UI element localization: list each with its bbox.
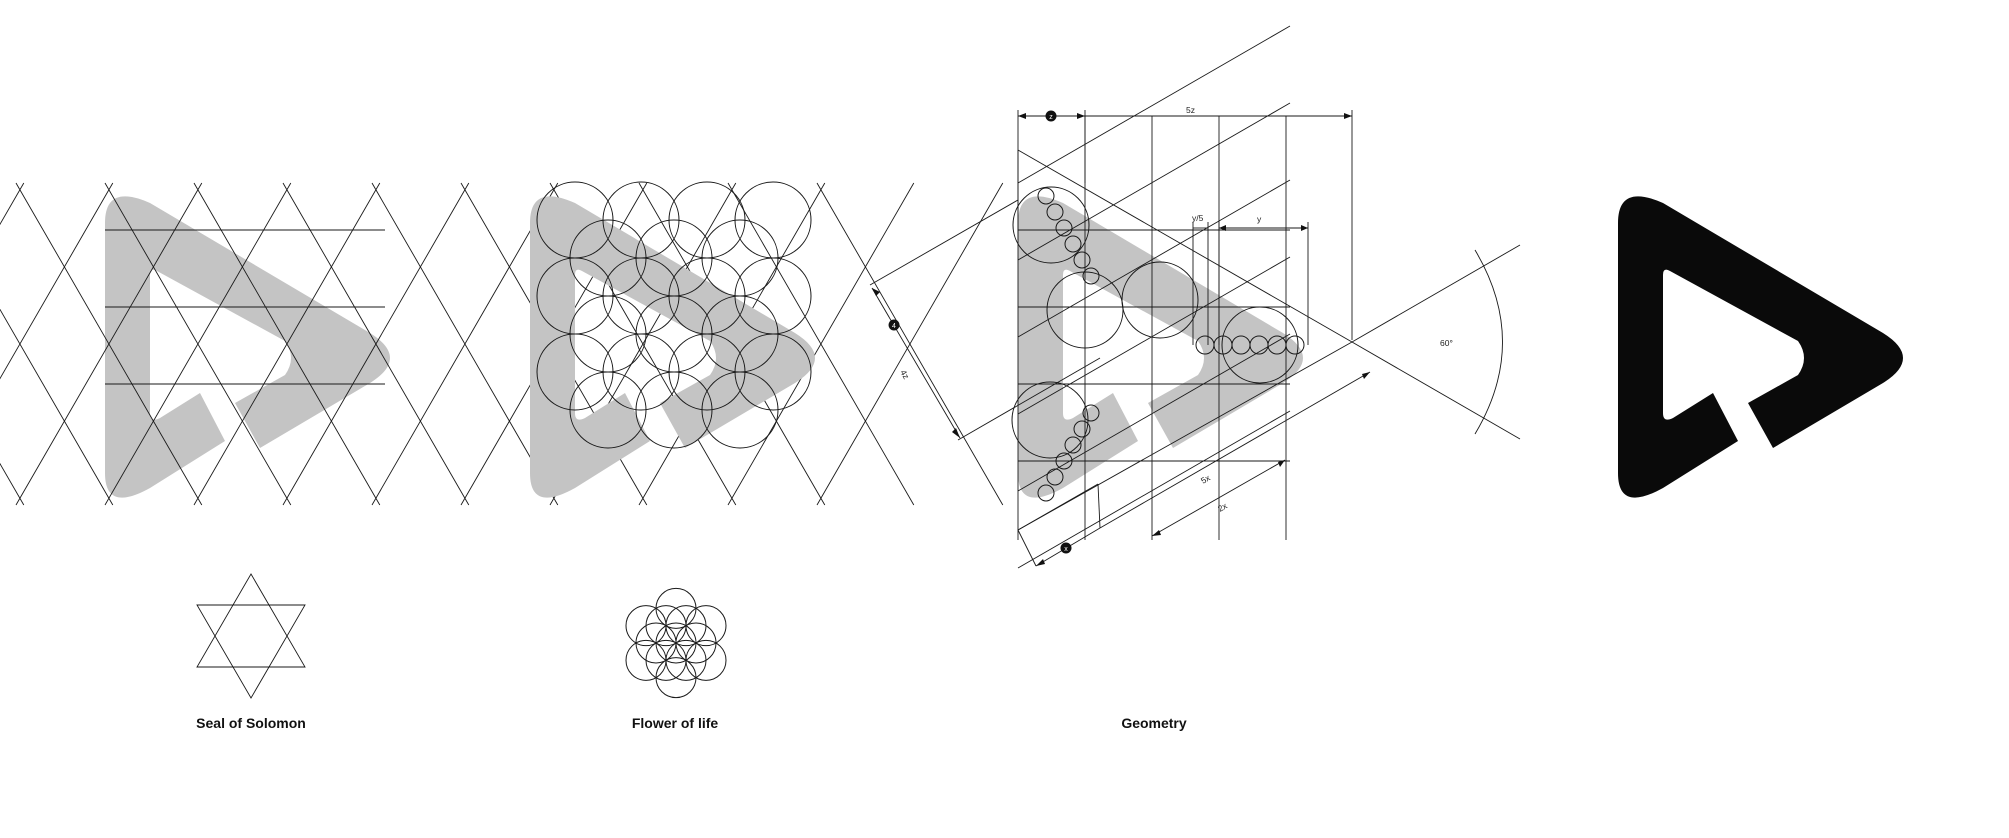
geo-small-circle bbox=[1037, 187, 1055, 205]
geo-diagonal-line bbox=[1017, 102, 1291, 261]
geo-small-circle bbox=[1037, 484, 1055, 502]
geo-small-circle bbox=[1064, 235, 1082, 253]
seal-triangle-grid bbox=[0, 182, 1004, 506]
geo-small-circle bbox=[1073, 251, 1091, 269]
geo-small-circle bbox=[1285, 335, 1305, 355]
geo-circle bbox=[1046, 271, 1124, 349]
geo-small-circle bbox=[1073, 420, 1091, 438]
flower-circle bbox=[734, 181, 812, 259]
seal-grid-line bbox=[0, 308, 114, 506]
geo-small-circle bbox=[1082, 267, 1100, 285]
seal-of-solomon-construction bbox=[0, 182, 1004, 506]
flower-circle bbox=[569, 371, 647, 449]
geo-small-circle bbox=[1055, 219, 1073, 237]
geo-diagonal-line bbox=[1017, 341, 1353, 531]
geo-diagonal-line bbox=[1017, 25, 1291, 184]
seal-of-solomon-star-icon bbox=[196, 573, 306, 699]
top-dimension: 5z z bbox=[1017, 105, 1353, 340]
geo-small-circle bbox=[1055, 452, 1073, 470]
play-logo-icon bbox=[1618, 196, 1903, 498]
final-logo bbox=[1618, 196, 1903, 498]
flower-of-life-construction bbox=[530, 181, 815, 498]
geometry-grid bbox=[1011, 25, 1353, 569]
geometry-logo-silhouette bbox=[1018, 196, 1303, 498]
bottom-dimensions: x 5x 2x bbox=[1017, 371, 1371, 567]
seal-caption: Seal of Solomon bbox=[196, 715, 306, 731]
geo-small-circle bbox=[1046, 203, 1064, 221]
seal-grid-line bbox=[104, 182, 292, 506]
seal-grid-line bbox=[727, 182, 915, 506]
left-dimension: 4 4z bbox=[869, 199, 1101, 441]
geo-circle bbox=[1012, 186, 1090, 264]
seal-logo-silhouette bbox=[105, 196, 390, 498]
seal-grid-line bbox=[15, 182, 203, 506]
geo-small-circle bbox=[1046, 468, 1064, 486]
y5-label: y/5 bbox=[1192, 213, 1204, 223]
flower-circle bbox=[602, 333, 680, 411]
geometry-construction: 5z z y/5 y bbox=[869, 25, 1521, 569]
left-marker bbox=[888, 319, 900, 331]
y-label: y bbox=[1257, 214, 1262, 224]
geo-diagonal-line bbox=[1017, 256, 1291, 415]
top-total-label: 5z bbox=[1186, 105, 1195, 115]
geo-diagonal-line bbox=[1017, 410, 1291, 569]
flower-circle bbox=[569, 295, 647, 373]
x-marker bbox=[1060, 542, 1072, 554]
flower-circle bbox=[701, 219, 779, 297]
seal-grid-line bbox=[371, 182, 559, 506]
y-dimension: y/5 y bbox=[1192, 213, 1309, 345]
2x-label: 2x bbox=[1216, 500, 1229, 514]
angle-construction: 60° bbox=[1017, 149, 1521, 440]
flower-circle-grid bbox=[536, 181, 812, 449]
geo-small-circle bbox=[1064, 436, 1082, 454]
seal-grid-line bbox=[282, 182, 470, 506]
5x-label: 5x bbox=[1199, 472, 1212, 486]
z-marker bbox=[1045, 110, 1057, 122]
seal-grid-line bbox=[816, 182, 1004, 506]
geo-diagonal-line bbox=[1017, 333, 1291, 492]
geo-diagonal-line bbox=[1017, 179, 1291, 338]
left-marker-label: 4 bbox=[892, 323, 896, 330]
flower-of-life-icon bbox=[625, 587, 727, 699]
angle-label: 60° bbox=[1440, 338, 1453, 348]
x-marker-label: x bbox=[1064, 546, 1068, 553]
flower-icon-circle bbox=[685, 605, 727, 647]
flower-icon-circle bbox=[625, 639, 667, 681]
geometry-caption: Geometry bbox=[1121, 715, 1187, 731]
z-marker-label: z bbox=[1049, 114, 1053, 121]
geo-small-circle bbox=[1082, 404, 1100, 422]
flower-circle bbox=[635, 371, 713, 449]
flower-caption: Flower of life bbox=[631, 715, 719, 731]
geo-circle bbox=[1221, 306, 1299, 384]
seal-grid-line bbox=[193, 182, 381, 506]
left-dim-label: 4z bbox=[898, 368, 911, 381]
seal-grid-line bbox=[0, 182, 114, 380]
flower-circle bbox=[668, 181, 746, 259]
flower-circle bbox=[701, 371, 779, 449]
